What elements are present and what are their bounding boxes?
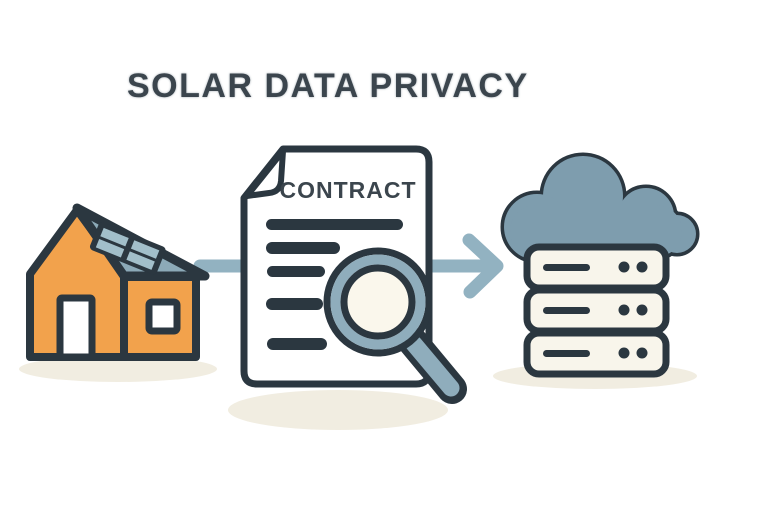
- document-text-line: [266, 298, 323, 310]
- server-led-dot: [618, 347, 630, 359]
- server-led-dot: [636, 304, 648, 316]
- magnifier-ring: [323, 247, 433, 357]
- house-shadow: [19, 356, 217, 382]
- document-text-line: [267, 266, 325, 277]
- magnifier-lens: [340, 264, 416, 340]
- magnifier-icon: [323, 247, 467, 404]
- house-icon: [26, 203, 210, 361]
- document-text-line: [266, 219, 403, 230]
- server-rack-row: [523, 329, 670, 378]
- server-slot-bar: [543, 307, 590, 314]
- cloud-icon: [500, 152, 700, 264]
- server-led-dot: [618, 304, 630, 316]
- server-led-dot: [636, 347, 648, 359]
- document-folded-corner: [244, 148, 286, 199]
- solar-panel-cell: [100, 227, 129, 247]
- document-text-line: [266, 242, 340, 254]
- server-stack-icon: [523, 243, 670, 378]
- solar-panel-cell: [95, 239, 125, 258]
- cloud-server-icon: [500, 152, 700, 378]
- document-text-line: [267, 338, 327, 350]
- arrow-head: [462, 233, 504, 299]
- solar-panel-cell: [126, 251, 155, 270]
- server-led-dot: [618, 261, 630, 273]
- server-led-dot: [636, 261, 648, 273]
- contract-heading: CONTRACT: [279, 177, 416, 203]
- house-window: [145, 298, 181, 335]
- server-slot-bar: [543, 350, 590, 357]
- document-shadow: [228, 390, 448, 430]
- page-title: SOLAR DATA PRIVACY: [127, 67, 529, 105]
- server-slot-bar: [543, 264, 590, 271]
- house-door: [56, 294, 96, 361]
- solar-panel-cell: [130, 240, 160, 259]
- solar-panel-icon: [89, 222, 166, 275]
